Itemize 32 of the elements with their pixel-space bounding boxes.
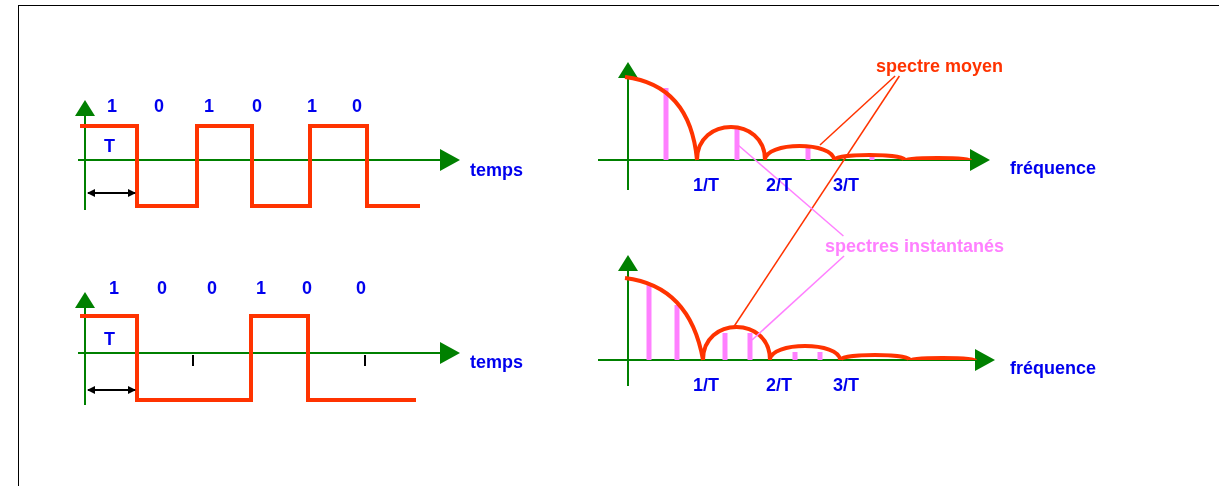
bit-value: 0 <box>352 96 362 116</box>
bit-value: 1 <box>204 96 214 116</box>
axis-label: temps <box>470 160 523 180</box>
frequency-tick-label: 2/T <box>766 375 792 395</box>
frequency-tick-label: 1/T <box>693 175 719 195</box>
frequency-tick-label: 3/T <box>833 175 859 195</box>
callout-text: spectre moyen <box>876 56 1004 76</box>
bit-value: 1 <box>107 96 117 116</box>
bit-value: 1 <box>307 96 317 116</box>
leader-line <box>751 255 845 341</box>
frequency-tick-label: 2/T <box>766 175 792 195</box>
bit-value: 1 <box>109 278 119 298</box>
leader-line <box>737 144 845 237</box>
bit-value: 0 <box>302 278 312 298</box>
period-label: T <box>104 136 115 156</box>
bit-value: 0 <box>154 96 164 116</box>
spectrum-curve <box>623 75 972 162</box>
frequency-tick-label: 1/T <box>693 375 719 395</box>
bit-value: 0 <box>252 96 262 116</box>
frequency-tick-label: 3/T <box>833 375 859 395</box>
leader-line <box>819 75 896 146</box>
axis-label: temps <box>470 352 523 372</box>
axis-label: fréquence <box>1010 158 1097 178</box>
bit-value: 0 <box>356 278 366 298</box>
callout-text: spectres instantanés <box>825 236 1005 256</box>
leader-line <box>732 75 901 329</box>
bit-value: 1 <box>256 278 266 298</box>
bit-value: 0 <box>157 278 167 298</box>
spectrum-curve <box>623 276 977 362</box>
period-label: T <box>104 329 115 349</box>
bit-value: 0 <box>207 278 217 298</box>
axis-label: fréquence <box>1010 358 1097 378</box>
